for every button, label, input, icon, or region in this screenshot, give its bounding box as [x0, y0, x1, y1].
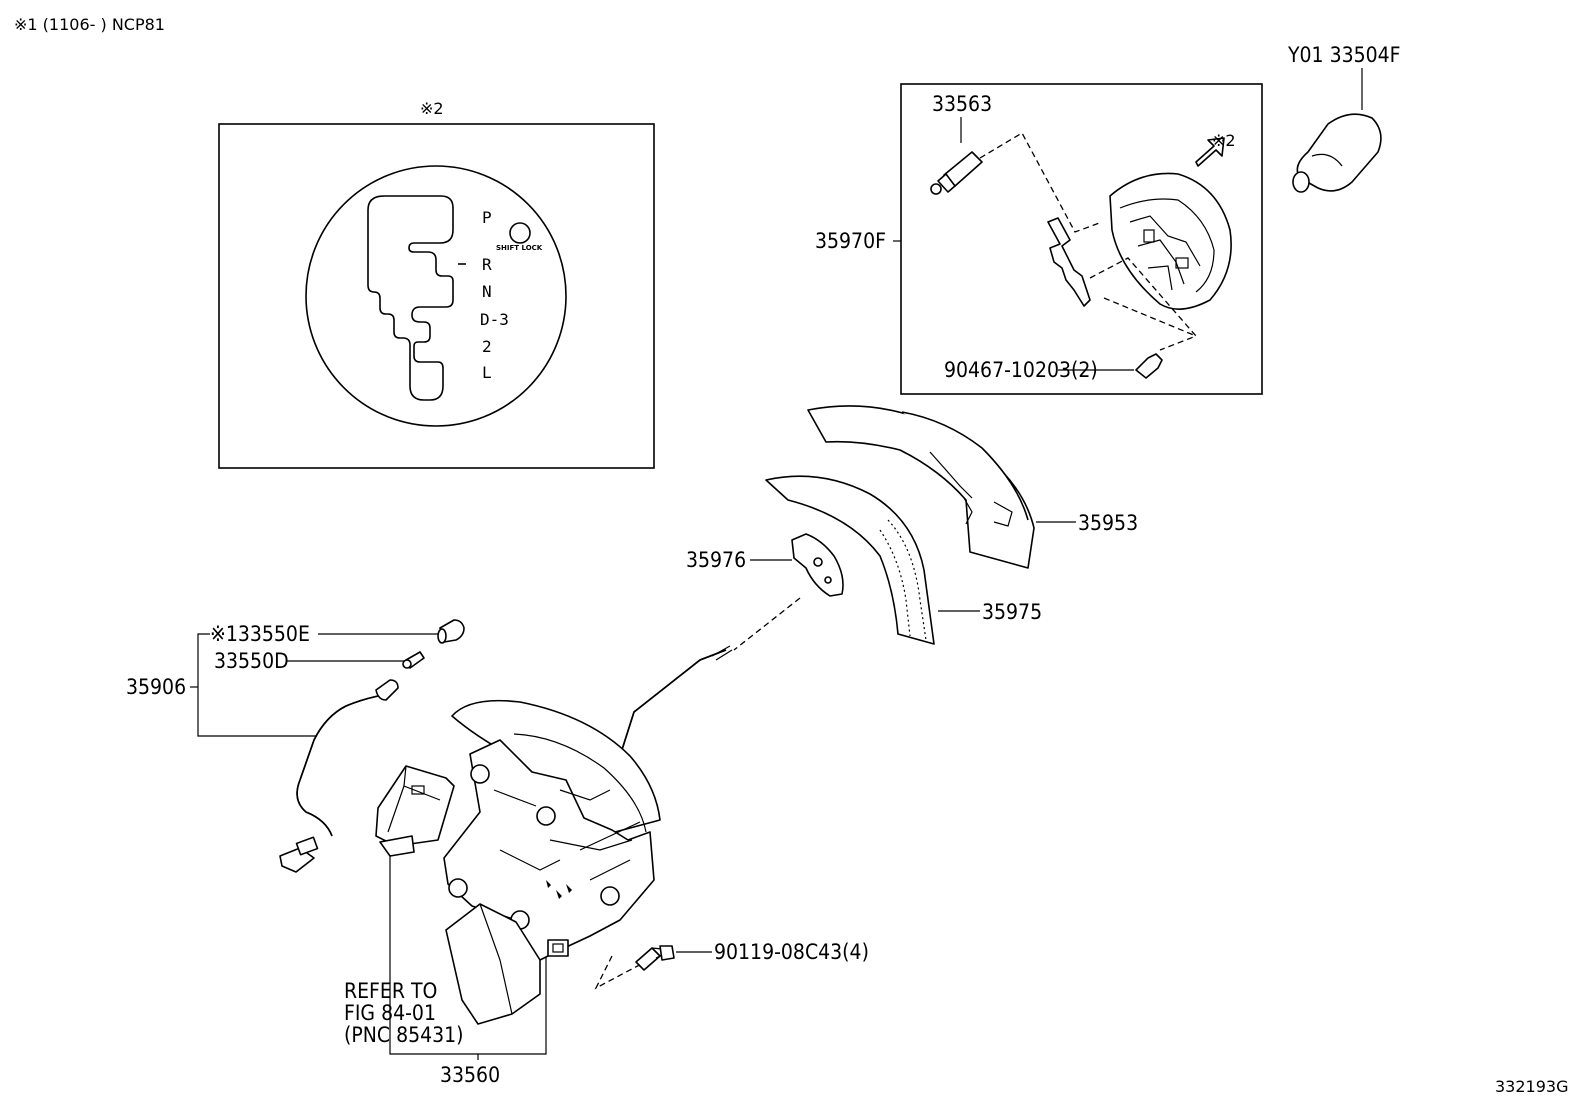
plate-35976: [791, 533, 844, 597]
label-33560: 33560: [440, 1063, 500, 1087]
label-35906: 35906: [126, 675, 186, 699]
bulb-33563: [930, 151, 983, 195]
wire-harness-35906: [279, 679, 399, 873]
shift-gate-inset: ※2 P R N D-3 2 L SHIFT LOCK: [218, 99, 655, 469]
label-90467: 90467-10203(2): [944, 358, 1098, 382]
shift-lock-solenoid: [375, 765, 455, 857]
bulb-33550e: [437, 619, 465, 644]
shift-lever-assembly: [443, 645, 733, 1025]
dash-bolt: [594, 951, 665, 990]
shift-knob: [1292, 113, 1382, 193]
inset-frame: [218, 123, 655, 469]
label-35976: 35976: [686, 548, 746, 572]
dash-33563: [979, 132, 1103, 233]
header-note: ※1 (1106- ) NCP81: [14, 15, 165, 34]
shift-lock-label: SHIFT LOCK: [496, 244, 543, 252]
label-33563: 33563: [932, 92, 992, 116]
housing-frame: [900, 83, 1263, 395]
label-y01-33504f: Y01 33504F: [1287, 43, 1401, 67]
gate-slot: [367, 195, 454, 401]
gate-pos-p: P: [482, 208, 492, 227]
gate-pos-2: 2: [482, 337, 492, 356]
gate-pos-r: R: [482, 255, 492, 274]
clip-90467: [1135, 353, 1163, 379]
housing-connector: [1047, 217, 1091, 307]
refer-line-3: (PNC 85431): [344, 1023, 464, 1047]
label-33550e: ※133550E: [210, 622, 310, 646]
bracket-35906: [197, 633, 316, 737]
indicator-housing-box: 33563 ※2 90467-10203(2): [900, 83, 1263, 395]
dash-housing-2: [1103, 297, 1197, 337]
dash-housing: [1089, 257, 1198, 351]
note-2: ※2: [1212, 131, 1236, 150]
gate-pos-d3: D-3: [480, 310, 509, 329]
label-35970f: 35970F: [815, 229, 886, 253]
view-arrow: [1195, 137, 1225, 167]
label-33550d: 33550D: [214, 649, 289, 673]
cover-35953: [807, 405, 1035, 569]
inset-title: ※2: [420, 99, 444, 118]
figure-code: 332193G: [1495, 1077, 1568, 1096]
label-35975: 35975: [982, 600, 1042, 624]
bracket-33560: [389, 856, 547, 1055]
bulb-33550d: [402, 651, 425, 669]
housing-shell: [1109, 172, 1232, 310]
shift-lock-button: [509, 222, 531, 244]
gate-plate: [305, 165, 567, 427]
gate-pos-n: N: [482, 282, 492, 301]
label-90119: 90119-08C43(4): [714, 940, 869, 964]
dash-plate-lever: [733, 597, 801, 651]
cover-35975: [765, 475, 935, 645]
refer-line-1: REFER TO: [344, 979, 437, 1003]
refer-line-2: FIG 84-01: [344, 1001, 436, 1025]
label-35953: 35953: [1078, 511, 1138, 535]
gate-pos-l: L: [482, 363, 492, 382]
bolt-90119: [635, 945, 675, 971]
